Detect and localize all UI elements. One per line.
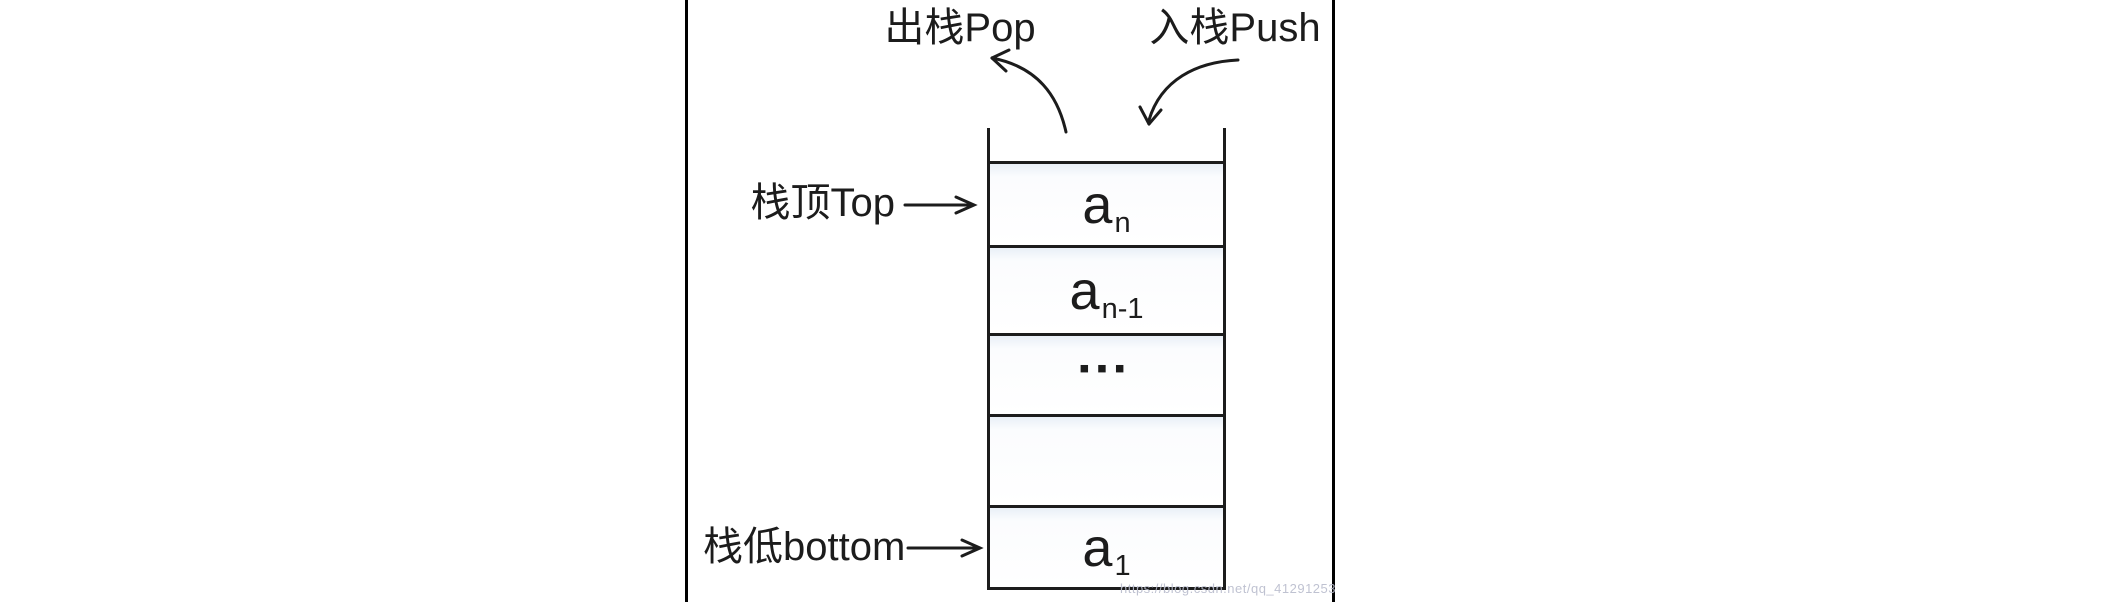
stack-bottom-arrow	[906, 538, 984, 558]
stack-cell-empty	[990, 414, 1223, 505]
stack-cell-an-1: an-1	[990, 245, 1223, 333]
frame-right-line	[1332, 0, 1335, 602]
stack-top-arrow	[903, 195, 978, 215]
pop-label: 出栈Pop	[884, 6, 1036, 50]
stack-bottom-label: 栈低bottom	[703, 525, 906, 569]
stack-container: an an-1 ▪▪▪ a1	[987, 128, 1226, 590]
stack-cell-value	[1106, 434, 1108, 488]
stack-cell-ellipsis: ▪▪▪	[990, 333, 1223, 414]
stack-cell-value: an-1	[1069, 260, 1144, 325]
stack-cell-value: an	[1082, 174, 1131, 239]
stack-cell-a1: a1	[990, 505, 1223, 587]
watermark-text: https://blog.csdn.net/qq_41291253	[1120, 581, 1336, 596]
pop-arrow-curve	[990, 48, 1068, 134]
stack-top-label: 栈顶Top	[750, 181, 896, 225]
frame-left-line	[685, 0, 688, 602]
stack-cell-value: ▪▪▪	[1079, 352, 1132, 385]
stack-cell-value: a1	[1082, 517, 1131, 582]
push-arrow-curve	[1138, 58, 1240, 126]
push-label: 入栈Push	[1149, 6, 1321, 50]
stack-cell-an: an	[990, 161, 1223, 245]
